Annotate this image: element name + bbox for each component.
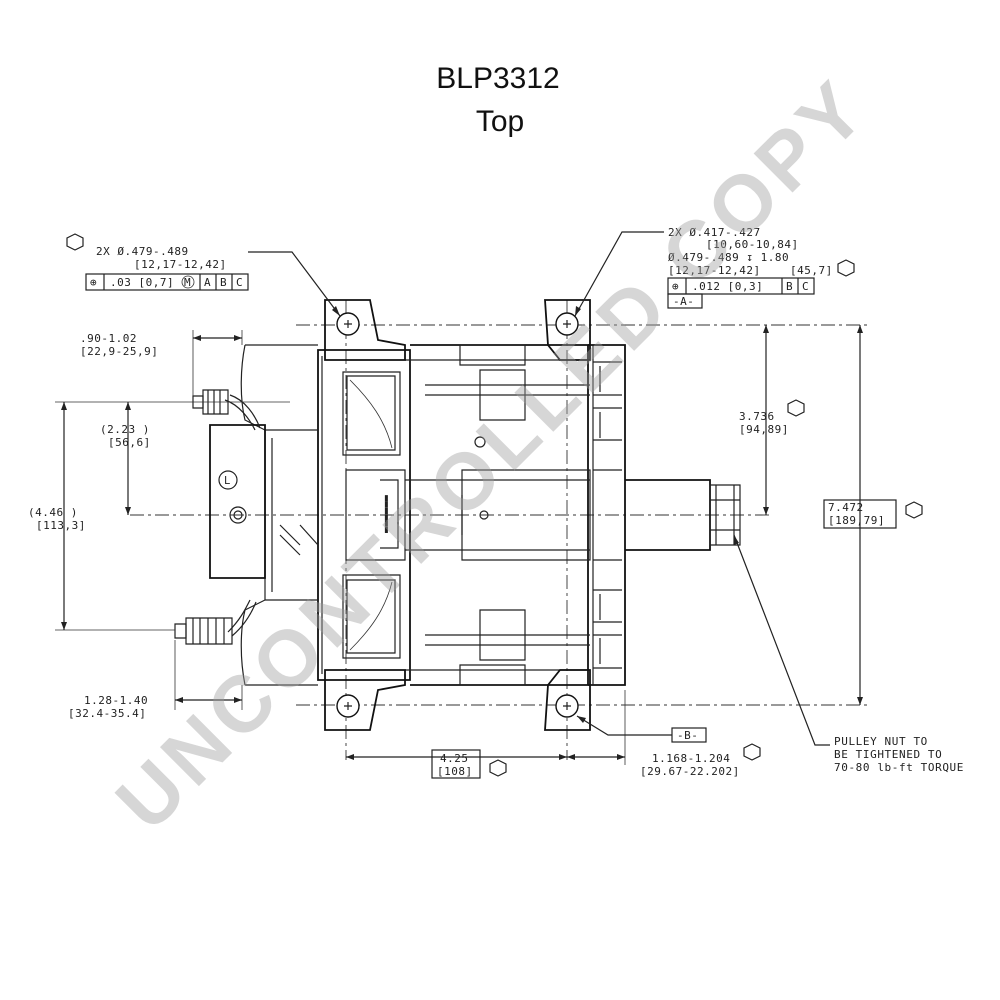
dim-425-metric: [108] bbox=[437, 765, 473, 778]
mounting-ears bbox=[324, 299, 591, 731]
datum-b-ref: B bbox=[786, 280, 793, 293]
dim-hole-spacing: 7.472 [189,79] bbox=[823, 325, 923, 705]
pulley-note-line-3: 70-80 lb-ft TORQUE bbox=[834, 761, 964, 774]
counterbore-size: Ø.479-.489 ↧ 1.80 bbox=[668, 251, 789, 264]
pentagon-symbol bbox=[905, 501, 923, 519]
left-hole-size-metric: [12,17-12,42] bbox=[134, 258, 227, 271]
alternator-body: ▬▬▬▬▬▬ L bbox=[174, 344, 741, 686]
dim-1168-1204-text: 1.168-1.204 bbox=[652, 752, 730, 765]
datum-a-ref: A bbox=[204, 276, 211, 289]
pulley-note-line-1: PULLEY NUT TO bbox=[834, 735, 928, 748]
pentagon-symbol bbox=[66, 233, 84, 251]
dim-hole-horizontal: 4.25 [108] bbox=[346, 749, 567, 779]
dim-stud-offset-top: .90-1.02 [22,9-25,9] bbox=[80, 330, 243, 396]
right-hole-size-metric: [10,60-10,84] bbox=[706, 238, 799, 251]
right-hole-size: 2X Ø.417-.427 bbox=[668, 226, 761, 239]
datum-b-ref: B bbox=[220, 276, 227, 289]
dim-223-text: (2.23 ) bbox=[100, 423, 150, 436]
dim-446-text: (4.46 ) bbox=[28, 506, 78, 519]
left-tolerance: .03 [0,7] bbox=[110, 276, 174, 289]
dim-425-text: 4.25 bbox=[440, 752, 469, 765]
datum-a-label: -A- bbox=[673, 295, 694, 308]
counterbore-metric: [12,17-12,42] bbox=[668, 264, 761, 277]
regulator-l-marking: L bbox=[224, 475, 230, 487]
dim-090-102-metric: [22,9-25,9] bbox=[80, 345, 158, 358]
dim-3736-text: 3.736 bbox=[739, 410, 775, 423]
dim-446-metric: [113,3] bbox=[36, 519, 86, 532]
uncontrolled-copy-watermark: UNCONTROLLED COPY bbox=[99, 61, 885, 847]
right-hole-callout: 2X Ø.417-.427 [10,60-10,84] Ø.479-.489 ↧… bbox=[574, 226, 855, 317]
dim-stud-offset-bottom: 1.28-1.40 [32.4-35.4] bbox=[68, 640, 243, 720]
dim-stud-spacing: (4.46 ) [113,3] bbox=[28, 401, 175, 631]
pulley-note-line-2: BE TIGHTENED TO bbox=[834, 748, 942, 761]
dim-223-metric: [56,6] bbox=[108, 436, 151, 449]
dim-090-102-text: .90-1.02 bbox=[80, 332, 137, 345]
left-hole-callout: 2X Ø.479-.489 [12,17-12,42] ⊕ .03 [0,7] … bbox=[66, 233, 341, 317]
dim-hole-to-face: 1.168-1.204 [29.67-22.202] bbox=[567, 690, 761, 778]
pentagon-symbol bbox=[837, 259, 855, 277]
dim-128-140-text: 1.28-1.40 bbox=[84, 694, 148, 707]
view-title: Top bbox=[476, 105, 524, 138]
counterbore-depth-metric: [45,7] bbox=[790, 264, 833, 277]
part-number-title: BLP3312 bbox=[436, 62, 559, 95]
left-hole-size: 2X Ø.479-.489 bbox=[96, 245, 189, 258]
position-symbol: ⊕ bbox=[90, 276, 97, 289]
dim-3736-metric: [94,89] bbox=[739, 423, 789, 436]
centerlines bbox=[130, 300, 870, 760]
dim-hole-to-center: 3.736 [94,89] bbox=[739, 325, 805, 515]
dim-7472-text: 7.472 bbox=[828, 501, 864, 514]
dim-1168-1204-metric: [29.67-22.202] bbox=[640, 765, 740, 778]
nameplate-marking: ▬▬▬▬▬▬ bbox=[380, 494, 392, 533]
datum-c-ref: C bbox=[802, 280, 809, 293]
pulley-note: PULLEY NUT TO BE TIGHTENED TO 70-80 lb-f… bbox=[733, 534, 964, 774]
dim-7472-metric: [189,79] bbox=[828, 514, 885, 527]
dim-128-140-metric: [32.4-35.4] bbox=[68, 707, 146, 720]
pentagon-symbol bbox=[743, 743, 761, 761]
right-tolerance: .012 [0,3] bbox=[692, 280, 763, 293]
datum-b-feature: -B- bbox=[576, 715, 707, 743]
dim-stud-to-center: (2.23 ) [56,6] bbox=[100, 401, 290, 515]
pentagon-symbol bbox=[489, 759, 507, 777]
pentagon-symbol bbox=[787, 399, 805, 417]
datum-c-ref: C bbox=[236, 276, 243, 289]
position-symbol: ⊕ bbox=[672, 280, 679, 293]
mmc-modifier: M bbox=[184, 276, 191, 289]
datum-b-label: -B- bbox=[677, 729, 698, 742]
